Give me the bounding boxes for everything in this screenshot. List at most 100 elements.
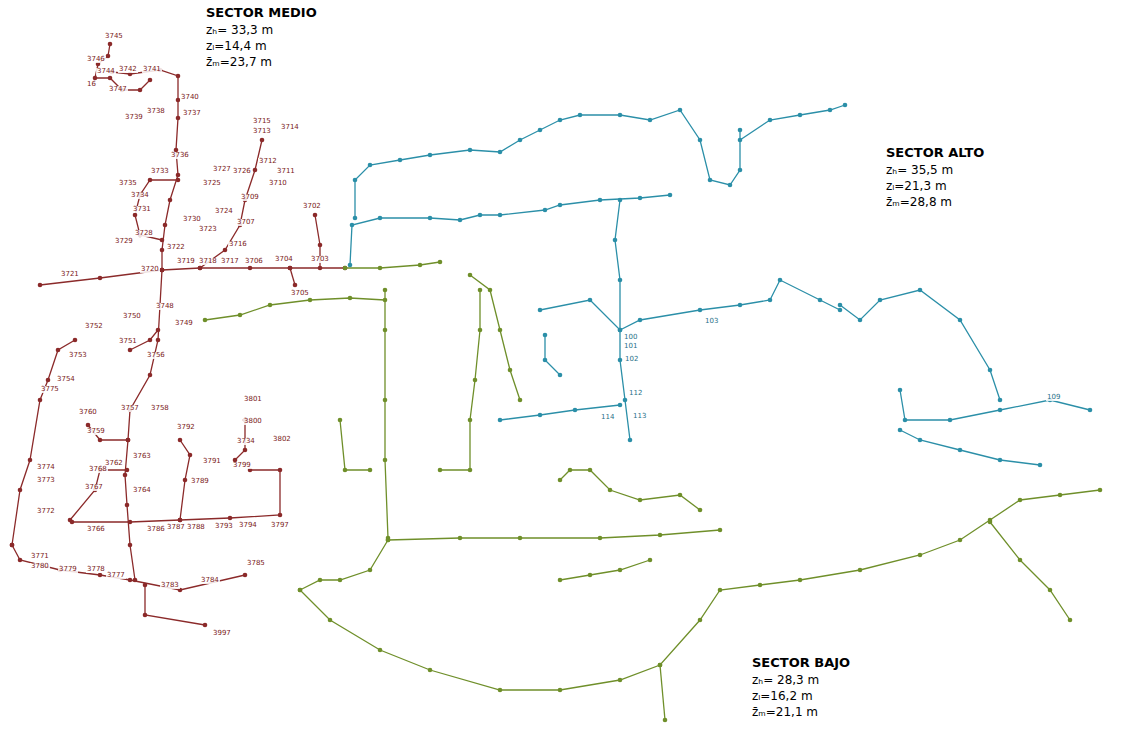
junction-node <box>818 298 823 303</box>
pipe-line <box>470 275 520 400</box>
junction-node <box>698 618 703 623</box>
junction-node <box>958 318 963 323</box>
junction-node <box>478 288 483 293</box>
junction-node <box>288 266 293 271</box>
junction-node <box>1018 558 1023 563</box>
junction-node <box>133 578 138 583</box>
junction-node <box>368 468 373 473</box>
junction-node <box>558 578 563 583</box>
junction-node <box>458 218 463 223</box>
junction-node <box>473 378 478 383</box>
junction-node <box>98 438 103 443</box>
junction-node <box>125 468 130 473</box>
junction-node <box>903 418 908 423</box>
junction-node <box>383 328 388 333</box>
sector-title: SECTOR MEDIO <box>206 6 317 19</box>
node-id-label: 3707 <box>236 219 256 226</box>
junction-node <box>318 578 323 583</box>
junction-node <box>798 578 803 583</box>
junction-node <box>318 266 323 271</box>
junction-node <box>368 568 373 573</box>
junction-node <box>588 298 593 303</box>
junction-node <box>618 403 623 408</box>
node-id-label: 3730 <box>182 216 202 223</box>
junction-node <box>138 88 143 93</box>
node-id-label: 3764 <box>132 487 152 494</box>
junction-node <box>578 113 583 118</box>
junction-node <box>348 263 353 268</box>
junction-node <box>128 543 133 548</box>
junction-node <box>38 283 43 288</box>
junction-node <box>386 538 391 543</box>
junction-node <box>598 198 603 203</box>
node-id-label: 3759 <box>86 428 106 435</box>
node-id-label: 3793 <box>214 523 234 530</box>
node-id-label: 3718 <box>198 258 218 265</box>
node-id-label: 3788 <box>186 524 206 531</box>
node-id-label: 112 <box>628 390 643 397</box>
node-id-label: 3784 <box>200 577 220 584</box>
pipe-line <box>840 290 1000 400</box>
junction-node <box>128 348 133 353</box>
junction-node <box>998 398 1003 403</box>
junction-node <box>998 408 1003 413</box>
junction-node <box>338 578 343 583</box>
junction-node <box>228 516 233 521</box>
junction-node <box>738 138 743 143</box>
pipe-line <box>200 140 262 268</box>
pipe-line <box>615 200 630 440</box>
junction-node <box>343 468 348 473</box>
junction-node <box>156 338 161 343</box>
node-id-label: 3745 <box>104 33 124 40</box>
junction-node <box>418 263 423 268</box>
junction-node <box>918 288 923 293</box>
junction-node <box>143 583 148 588</box>
junction-node <box>343 266 348 271</box>
pipe-line <box>340 420 370 470</box>
junction-node <box>698 308 703 313</box>
junction-node <box>328 618 333 623</box>
node-id-label: 3725 <box>202 180 222 187</box>
node-id-label: 101 <box>623 343 638 350</box>
junction-node <box>543 358 548 363</box>
junction-node <box>678 108 683 113</box>
junction-node <box>598 536 603 541</box>
node-id-label: 3712 <box>258 158 278 165</box>
junction-node <box>160 268 165 273</box>
junction-node <box>178 438 183 443</box>
node-id-label: 3702 <box>302 203 322 210</box>
junction-node <box>298 588 303 593</box>
junction-node <box>126 438 131 443</box>
pipe-line <box>740 105 845 140</box>
node-id-label: 3801 <box>243 396 263 403</box>
junction-node <box>125 503 130 508</box>
junction-node <box>608 488 613 493</box>
elevation-value: z̄ₘ=21,1 m <box>752 706 818 718</box>
node-id-label: 3780 <box>30 563 50 570</box>
junction-node <box>148 373 153 378</box>
junction-node <box>498 328 503 333</box>
node-id-label: 3719 <box>176 258 196 265</box>
node-id-label: 3791 <box>202 458 222 465</box>
node-id-label: 3742 <box>118 66 138 73</box>
junction-node <box>638 318 643 323</box>
junction-node <box>458 536 463 541</box>
junction-node <box>343 266 348 271</box>
junction-node <box>353 216 358 221</box>
node-id-label: 3738 <box>146 108 166 115</box>
node-id-label: 3799 <box>232 462 252 469</box>
node-id-label: 3786 <box>146 526 166 533</box>
junction-node <box>86 423 91 428</box>
junction-node <box>1018 498 1023 503</box>
junction-node <box>176 173 181 178</box>
junction-node <box>588 573 593 578</box>
junction-node <box>428 668 433 673</box>
junction-node <box>313 213 318 218</box>
node-id-label: 3714 <box>280 124 300 131</box>
pipe-line <box>70 470 127 520</box>
elevation-value: zₕ= 33,3 m <box>206 24 273 36</box>
node-id-label: 3778 <box>86 566 106 573</box>
node-id-label: 3794 <box>238 522 258 529</box>
junction-node <box>338 418 343 423</box>
junction-node <box>648 118 653 123</box>
